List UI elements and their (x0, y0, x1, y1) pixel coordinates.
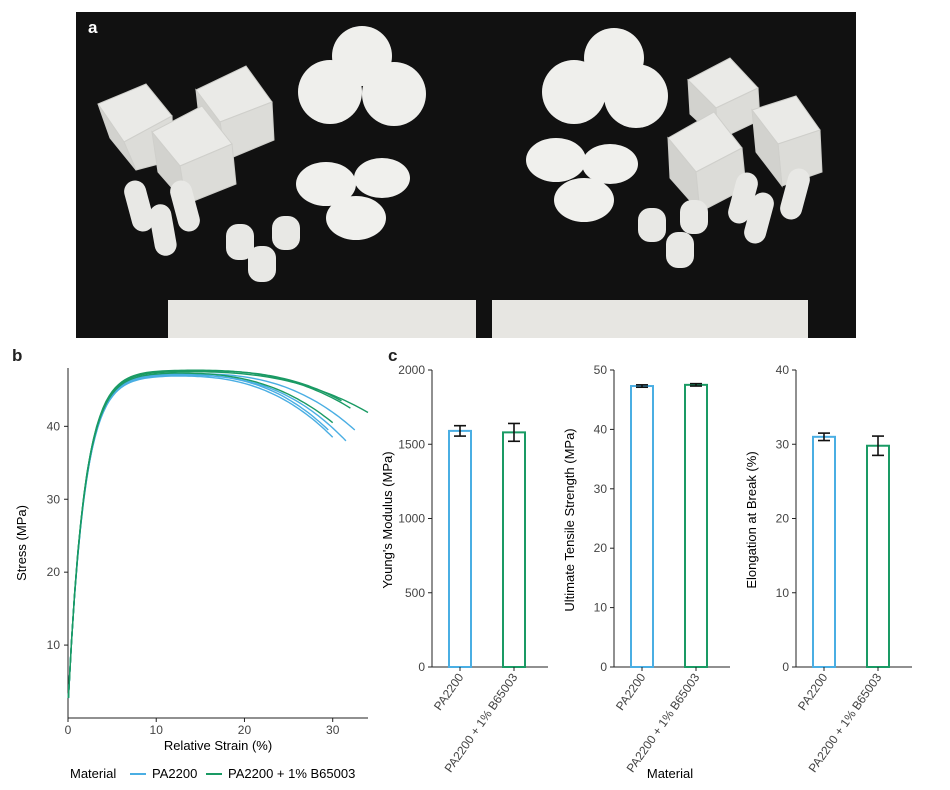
y-tick-label: 2000 (398, 363, 425, 377)
x-tick-label: 0 (65, 723, 72, 737)
bar-1 (502, 431, 526, 669)
x-tick-label: PA2200 (613, 670, 649, 713)
y-tick-label: 1000 (398, 512, 425, 526)
bar-0 (630, 385, 654, 669)
series-1-curve-1 (67, 369, 351, 698)
series-0-curve-2 (67, 373, 356, 699)
series-0-curve-3 (67, 373, 329, 699)
panel-c-label: c (388, 346, 398, 365)
y-tick-label: 40 (776, 363, 790, 377)
y-tick-label: 10 (47, 638, 61, 652)
legend-entry-pa2200: PA2200 (152, 766, 197, 781)
right-cylinders (638, 168, 810, 268)
y-tick-label: 10 (776, 586, 790, 600)
right-plate (492, 300, 808, 338)
bar-1 (684, 383, 708, 668)
series-0-curve-0 (67, 375, 334, 699)
panel-b-label: b (12, 346, 23, 365)
y-tick-label: 0 (782, 660, 789, 674)
left-discs (296, 158, 410, 240)
legend: Material PA2200 PA2200 + 1% B65003 (70, 766, 355, 781)
y-tick-label: 500 (405, 586, 425, 600)
y-tick-label: 40 (594, 422, 608, 436)
y-tick-label: 30 (776, 437, 790, 451)
x-tick-label: PA2200 (795, 670, 831, 713)
left-spheres (298, 26, 426, 126)
x-tick-label: 10 (150, 723, 164, 737)
legend-title: Material (70, 766, 116, 781)
right-spheres (542, 28, 668, 128)
y-tick-label: 30 (594, 482, 608, 496)
printed-parts-photo (76, 12, 856, 338)
y-tick-label: 20 (594, 541, 608, 555)
right-discs (526, 138, 638, 222)
ylabel-youngs-modulus: Young's Modulus (MPa) (380, 451, 395, 588)
left-plate (168, 300, 476, 338)
y-tick-label: 30 (47, 492, 61, 506)
bar-0 (812, 435, 836, 668)
ylabel-tensile-strength: Ultimate Tensile Strength (MPa) (562, 428, 577, 611)
y-tick-label: 50 (594, 363, 608, 377)
y-axis-label: Stress (MPa) (14, 505, 29, 581)
left-cylinders (124, 180, 300, 282)
shared-x-axis-label: Material (647, 766, 693, 781)
y-tick-label: 20 (47, 565, 61, 579)
x-tick-label: 30 (326, 723, 340, 737)
y-tick-label: 40 (47, 419, 61, 433)
x-axis-label: Relative Strain (%) (164, 738, 272, 753)
y-tick-label: 10 (594, 601, 608, 615)
x-tick-label: 20 (238, 723, 252, 737)
y-tick-label: 0 (600, 660, 607, 674)
panel-a-label: a (88, 18, 98, 37)
y-tick-label: 1500 (398, 437, 425, 451)
right-cubes (667, 57, 823, 214)
ylabel-elongation: Elongation at Break (%) (744, 451, 759, 588)
y-tick-label: 0 (418, 660, 425, 674)
bar-1 (866, 444, 890, 668)
x-tick-label: PA2200 (431, 670, 467, 713)
series-1-curve-2 (67, 372, 334, 699)
bar-0 (448, 429, 472, 669)
y-tick-label: 20 (776, 512, 790, 526)
series-0-curve-1 (67, 374, 347, 699)
series-1-curve-0 (67, 370, 369, 699)
stress-strain-chart: 0 10 20 30 10 20 30 40 Stress (MPa) Relative St… (14, 368, 369, 781)
legend-entry-b65003: PA2200 + 1% B65003 (228, 766, 355, 781)
series-1-curve-3 (67, 370, 342, 698)
